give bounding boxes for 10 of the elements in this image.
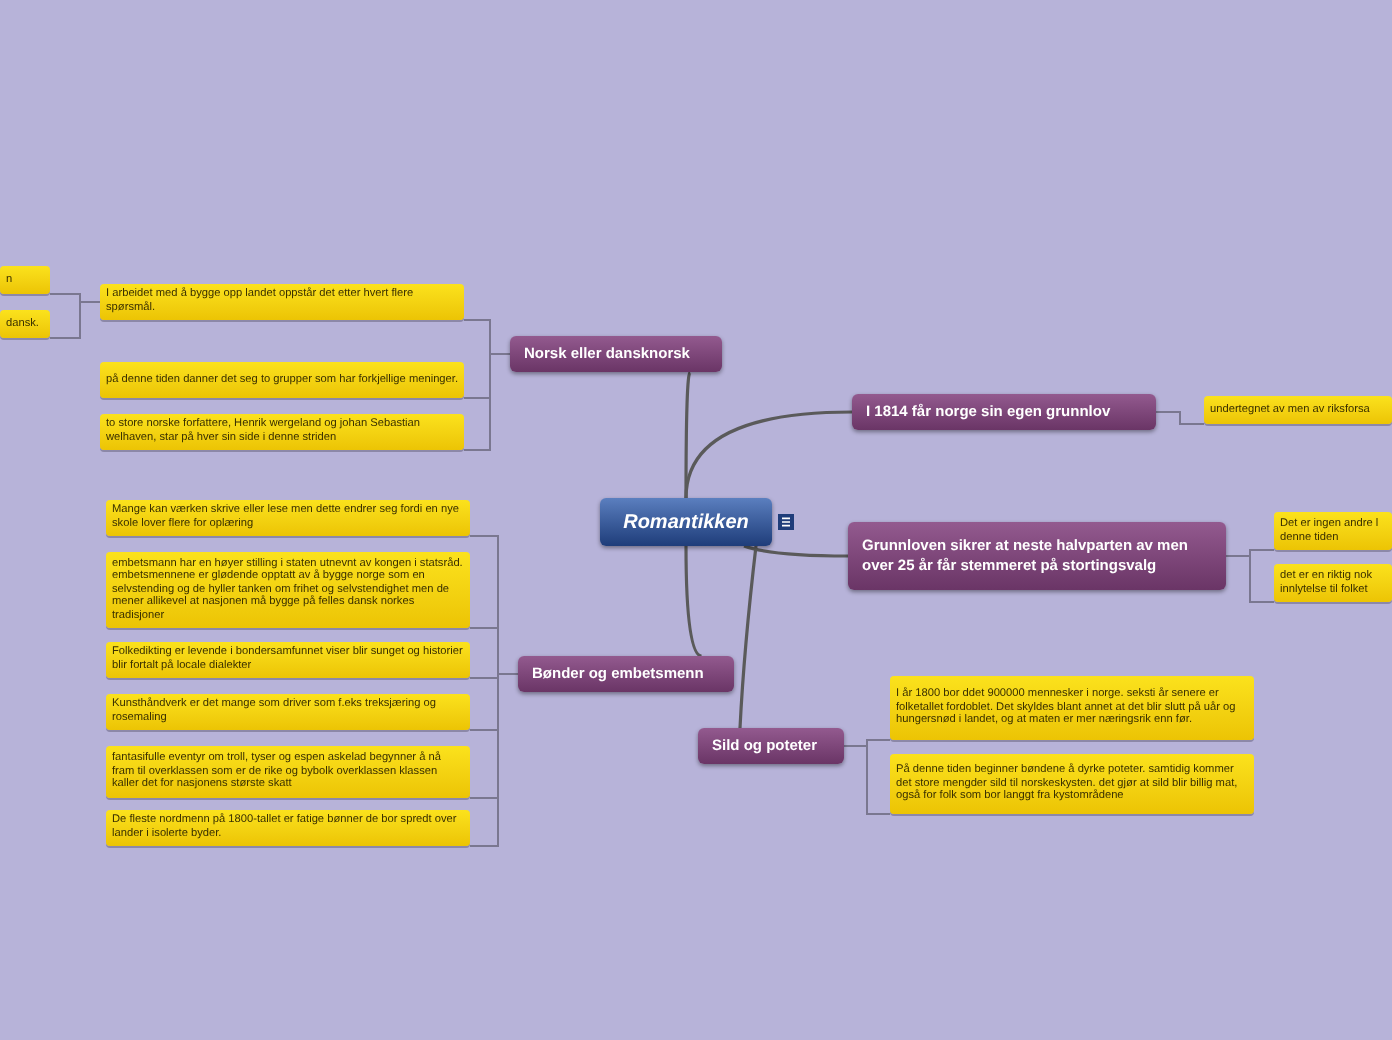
connector-line [738,545,758,729]
central-topic: Romantikken [600,498,772,546]
connector-line [463,353,511,451]
connector-line [843,745,891,815]
connector-line [684,410,853,499]
connector-line [1225,555,1275,603]
connector-line [1155,411,1205,425]
connector-line [743,544,848,558]
connector-line [684,371,692,498]
connector-line [684,546,703,658]
